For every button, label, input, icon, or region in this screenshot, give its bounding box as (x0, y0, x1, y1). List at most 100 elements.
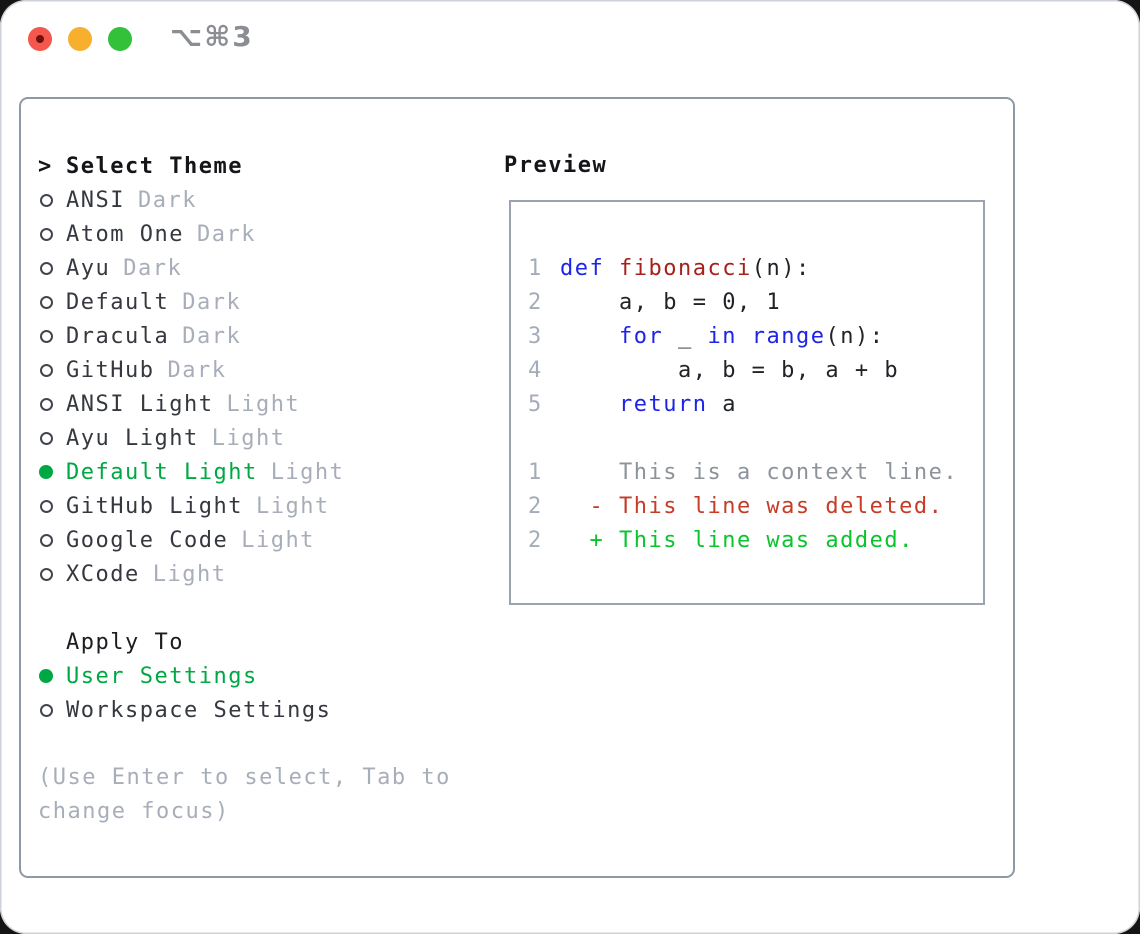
code-text: return a (560, 392, 737, 417)
line-number: 4 (528, 357, 543, 383)
theme-variant: Light (152, 561, 227, 587)
theme-variant: Dark (182, 323, 242, 349)
theme-variant: Dark (167, 357, 227, 383)
diff-line: 2 - This line was deleted. (528, 489, 973, 523)
line-number: 2 (528, 527, 543, 553)
theme-variant: Dark (123, 255, 183, 281)
code-token: (n): (825, 323, 885, 349)
spacer (38, 591, 488, 625)
radio-icon (40, 193, 53, 207)
theme-name: ANSI Light (66, 391, 214, 417)
theme-variant: Light (255, 493, 330, 519)
diff-line: 1 This is a context line. (528, 455, 973, 489)
line-number: 5 (528, 391, 543, 417)
zoom-button[interactable] (108, 27, 132, 51)
code-token: _ (663, 323, 708, 349)
radio-icon (40, 363, 53, 377)
radio-icon (39, 669, 53, 683)
radio-cell (38, 329, 66, 343)
theme-name: XCode (66, 561, 140, 587)
radio-icon (39, 465, 53, 479)
code-text: for _ in range(n): (560, 324, 884, 349)
radio-icon (40, 533, 53, 547)
blank-line (528, 421, 973, 455)
theme-option[interactable]: Google Code Light (38, 523, 488, 557)
code-token: fibonacci (619, 255, 752, 281)
radio-icon (40, 329, 53, 343)
hint-line: change focus) (38, 799, 230, 824)
theme-name: Dracula (66, 323, 170, 349)
code-token: a, b = b, a + b (560, 357, 900, 383)
radio-cell (38, 431, 66, 445)
preview-heading: Preview (504, 153, 608, 178)
radio-cell (38, 567, 66, 581)
radio-icon (40, 227, 53, 241)
code-token: (n): (751, 255, 811, 281)
theme-variant: Light (241, 527, 315, 553)
apply-option[interactable]: User Settings (38, 659, 488, 693)
apply-option[interactable]: Workspace Settings (38, 693, 488, 727)
diff-text: + This line was added. (560, 527, 914, 553)
select-theme-heading-row: > Select Theme (38, 149, 488, 183)
code-token: a (707, 391, 737, 417)
theme-option[interactable]: Atom One Dark (38, 217, 488, 251)
line-number: 1 (528, 255, 543, 281)
apply-option-label: Workspace Settings (66, 697, 332, 723)
radio-cell (38, 499, 66, 513)
window-titlebar (28, 26, 148, 52)
code-token (560, 392, 619, 417)
line-number: 1 (528, 459, 543, 485)
theme-name: Default Light (66, 459, 258, 485)
code-token (604, 256, 619, 281)
theme-option[interactable]: Dracula Dark (38, 319, 488, 353)
code-token: for (618, 323, 664, 349)
code-line: 3 for _ in range(n): (528, 319, 973, 353)
line-number: 3 (528, 323, 543, 349)
theme-name: Atom One (66, 221, 184, 247)
code-token: a, b = 0, 1 (560, 289, 782, 315)
radio-icon (40, 431, 53, 445)
theme-option[interactable]: ANSI Light Light (38, 387, 488, 421)
theme-variant: Light (270, 459, 345, 485)
hint-line: (Use Enter to select, Tab to (38, 765, 451, 790)
theme-name: Default (66, 289, 170, 315)
theme-option[interactable]: XCode Light (38, 557, 488, 591)
theme-name: Google Code (66, 527, 229, 553)
theme-option[interactable]: Default Light Light (38, 455, 488, 489)
code-token: def (560, 255, 605, 281)
radio-icon (40, 397, 53, 411)
diff-text: This is a context line. (560, 459, 959, 485)
window-shortcut-label: ⌥⌘3 (170, 20, 254, 53)
radio-icon (40, 261, 53, 275)
radio-cell (38, 295, 66, 309)
code-line: 5 return a (528, 387, 973, 421)
hint-text: (Use Enter to select, Tab to change focus… (38, 761, 488, 829)
theme-variant: Light (226, 391, 301, 417)
diff-block: 1 This is a context line.2 - This line w… (528, 455, 973, 557)
apply-to-heading: Apply To (66, 629, 184, 655)
radio-icon (40, 703, 53, 717)
close-button[interactable] (28, 27, 52, 51)
radio-cell (38, 397, 66, 411)
radio-cell (38, 193, 66, 207)
theme-variant: Dark (196, 221, 256, 247)
line-number: 2 (528, 493, 543, 519)
radio-cell (38, 227, 66, 241)
select-theme-heading: Select Theme (66, 153, 243, 179)
minimize-button[interactable] (68, 27, 92, 51)
radio-cell (38, 465, 66, 479)
radio-cell (38, 703, 66, 717)
prompt-caret: > (38, 153, 53, 179)
